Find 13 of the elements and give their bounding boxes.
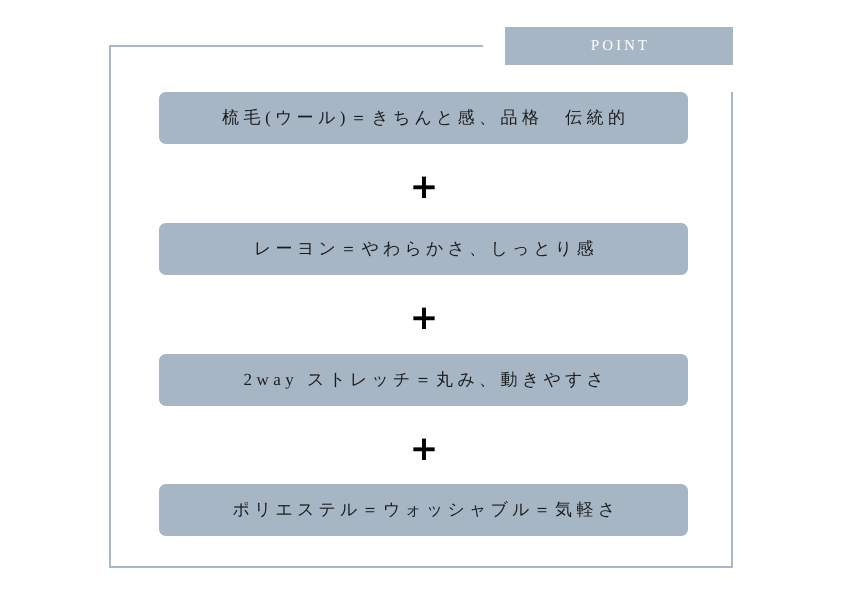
heading-tab: POINT bbox=[505, 27, 733, 65]
point-text: 梳毛(ウール)＝きちんと感、品格 伝統的 bbox=[221, 108, 630, 128]
point-text: レーヨン＝やわらかさ、しっとり感 bbox=[252, 238, 598, 260]
point-card bbox=[159, 484, 688, 536]
point-card bbox=[159, 92, 688, 144]
point-text: 2way ストレッチ＝丸み、動きやすさ bbox=[242, 370, 608, 390]
point-frame bbox=[109, 27, 733, 568]
plus-sign: + bbox=[410, 301, 438, 335]
point-text: ポリエステル＝ウォッシャブル＝気軽さ bbox=[231, 500, 620, 520]
point-card bbox=[159, 223, 688, 275]
plus-sign: + bbox=[410, 432, 438, 466]
plus-sign: + bbox=[410, 170, 438, 204]
point-card bbox=[159, 354, 688, 406]
